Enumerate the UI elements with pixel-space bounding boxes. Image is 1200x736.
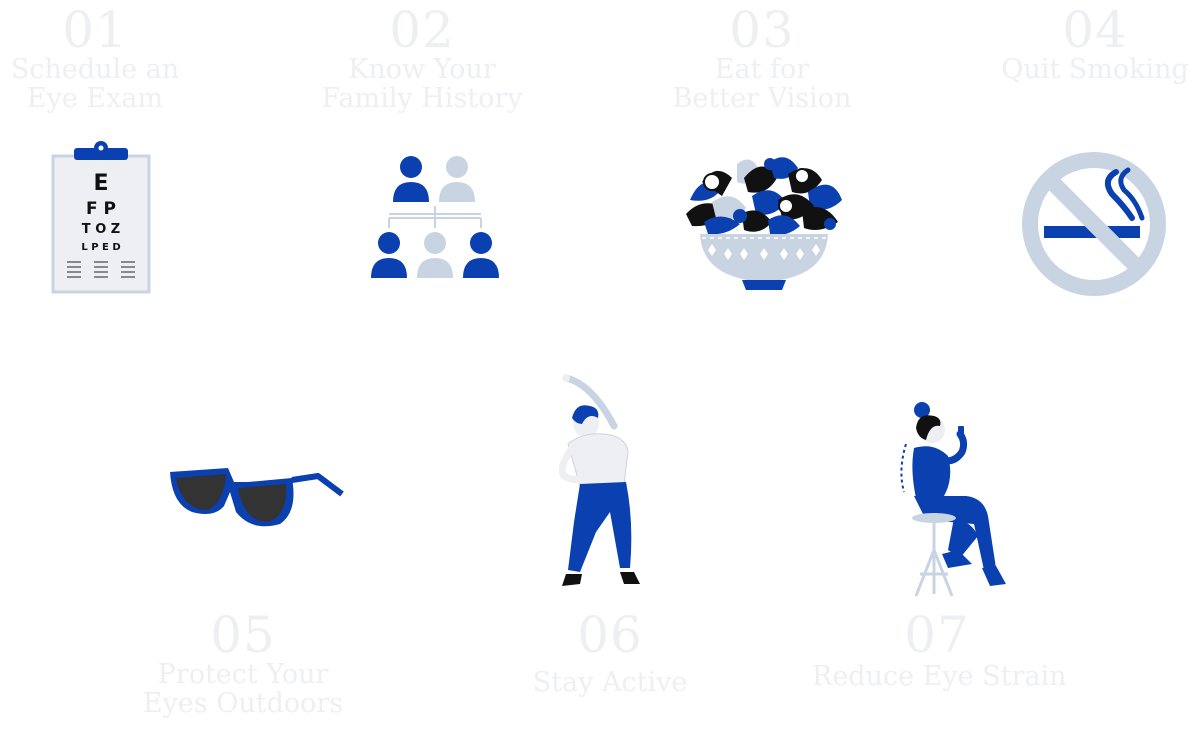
no-smoking-icon [1020, 150, 1168, 298]
sitting-person-phone-icon [896, 400, 1010, 598]
tip-06: 06 Stay Active [510, 610, 710, 697]
tip-title: Quit Smoking [1001, 54, 1189, 85]
tip-05: 05 Protect Your Eyes Outdoors [138, 610, 348, 718]
tip-number: 02 [389, 1, 455, 59]
salad-bowl-icon [682, 152, 846, 292]
tip-04: 04 Quit Smoking [995, 5, 1195, 84]
eye-chart-row: L P E D [81, 242, 120, 253]
tip-number: 05 [210, 606, 276, 664]
tip-number: 07 [904, 606, 970, 664]
eye-chart-icon: E F P T O Z L P E D [50, 140, 152, 296]
tip-03: 03 Eat for Better Vision [662, 5, 862, 113]
tip-title: Reduce Eye Strain [812, 661, 1067, 692]
tip-title: Schedule an Eye Exam [10, 54, 180, 114]
eye-chart-row: T O Z [82, 222, 120, 237]
stretching-person-icon [552, 372, 652, 594]
sunglasses-icon [168, 462, 346, 532]
tip-title: Eat for Better Vision [672, 54, 852, 114]
tip-number: 01 [62, 1, 128, 59]
eye-chart-row: E [93, 171, 108, 196]
eye-chart-row: F P [86, 199, 116, 219]
tip-title: Protect Your Eyes Outdoors [142, 659, 344, 719]
tip-01: 01 Schedule an Eye Exam [0, 5, 190, 113]
tip-title: Stay Active [532, 667, 688, 698]
family-tree-icon [365, 150, 505, 282]
tip-02: 02 Know Your Family History [312, 5, 532, 113]
tip-number: 03 [729, 1, 795, 59]
tip-07: 07 Reduce Eye Strain [812, 606, 1067, 692]
tip-number: 04 [1062, 1, 1128, 59]
tip-title: Know Your Family History [321, 54, 523, 114]
tip-number: 06 [577, 606, 643, 664]
